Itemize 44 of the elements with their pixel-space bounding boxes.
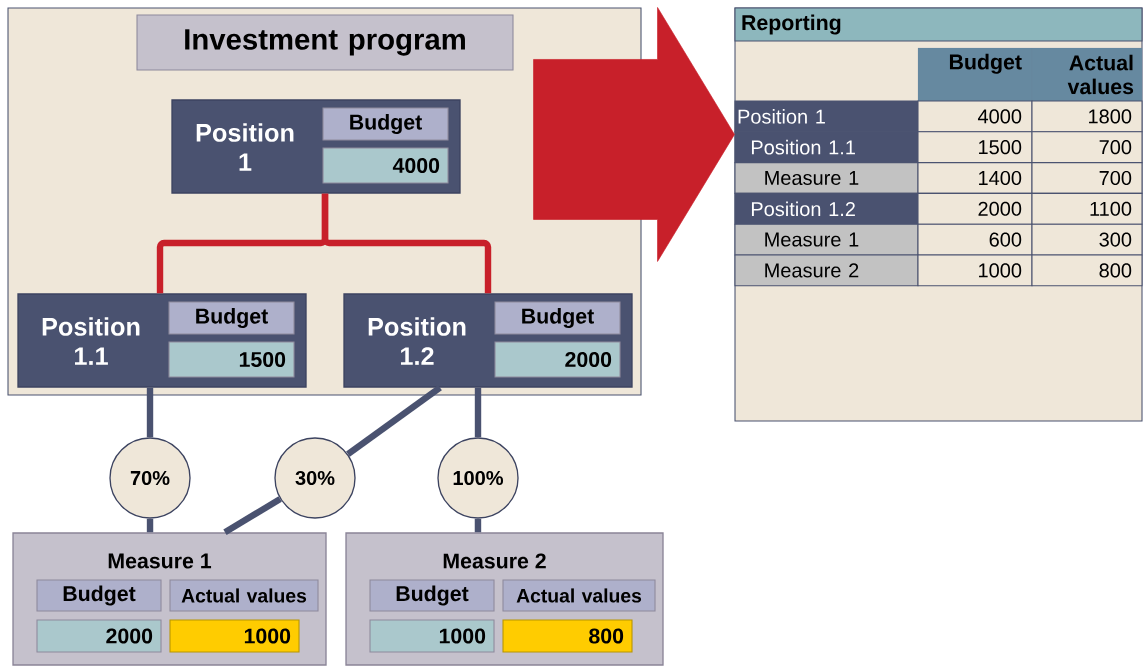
column-header: Actual values — [1031, 47, 1143, 102]
table-cell: 800 — [1031, 254, 1143, 287]
row-header-cell: Position 1 — [734, 100, 919, 133]
connector-line — [474, 387, 482, 438]
row-header-cell: Measure 1 — [734, 162, 919, 194]
column-header: Budget — [36, 579, 162, 612]
row-header-cell: Measure 1 — [734, 223, 919, 256]
column-header: Budget — [322, 107, 449, 141]
connector-line — [146, 387, 154, 438]
table-cell: 1100 — [1031, 192, 1143, 225]
connector-line — [223, 496, 282, 536]
value-cell: 800 — [502, 619, 633, 653]
column-header: Budget — [494, 301, 621, 335]
value-cell: 1000 — [369, 619, 495, 653]
table-cell: 1000 — [917, 254, 1033, 287]
row-header-cell: Position 1.2 — [734, 192, 919, 225]
table-cell: 700 — [1031, 162, 1143, 194]
table-cell: 600 — [917, 223, 1033, 256]
value-cell: 1000 — [169, 619, 300, 653]
row-header-cell: Measure 2 — [734, 254, 919, 287]
table-cell: 2000 — [917, 192, 1033, 225]
value-cell: 4000 — [322, 147, 449, 184]
table-cell: 300 — [1031, 223, 1143, 256]
table-cell: 1500 — [917, 131, 1033, 164]
table-cell: 1800 — [1031, 100, 1143, 133]
block-arrow — [533, 7, 735, 262]
column-header: Actual values — [169, 579, 319, 612]
connector-line — [346, 385, 442, 457]
connector-line — [146, 518, 154, 533]
table-cell: 4000 — [917, 100, 1033, 133]
heading-box: Investment program — [136, 14, 514, 71]
connector-line — [474, 518, 482, 533]
column-header: Actual values — [502, 579, 656, 612]
table-cell: 1400 — [917, 162, 1033, 194]
value-cell: 1500 — [168, 341, 295, 378]
report-header: Reporting — [734, 7, 1143, 42]
connector-line — [321, 193, 492, 294]
column-header: Budget — [168, 301, 295, 335]
column-header: Budget — [917, 47, 1033, 102]
column-header: Budget — [369, 579, 495, 612]
table-cell: 700 — [1031, 131, 1143, 164]
row-header-cell: Position 1.1 — [734, 131, 919, 164]
value-cell: 2000 — [494, 341, 621, 378]
value-cell: 2000 — [36, 619, 162, 653]
